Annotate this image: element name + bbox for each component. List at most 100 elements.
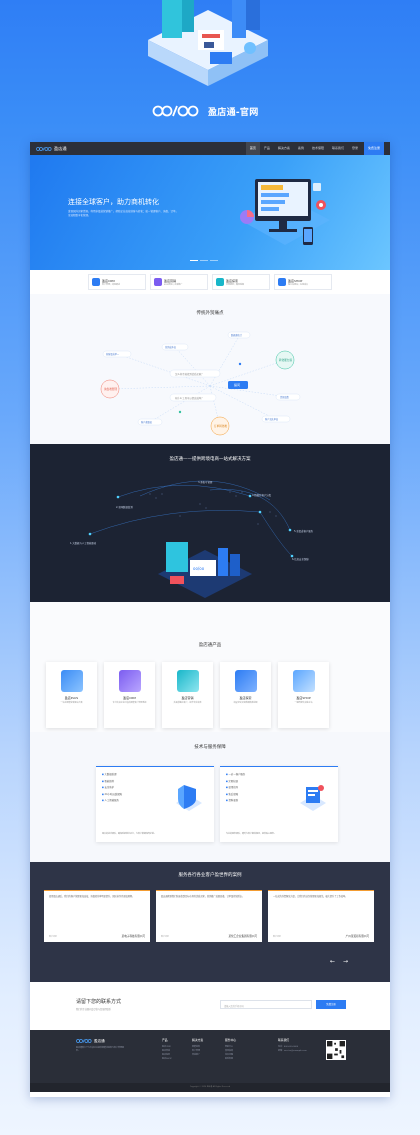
footer-col-service: 服务中心 帮助中心 使用指南 常见问题 联系客服 [225, 1038, 236, 1061]
strip-desc: 客户管理 | 询盘跟进 [102, 283, 120, 286]
case-text: 使用盈店通后，我们的客户管理更加高效，询盘转化率明显提升，团队协作也更加顺畅。 [49, 895, 135, 898]
case-card[interactable]: 盈店通帮助我们快速找到目标市场的优质买家，营销推广效果显著，订单量持续增长。 客… [156, 890, 262, 942]
nav-item-contact[interactable]: 联系我们 [331, 146, 344, 150]
product-desc: 海量全球买家数据精准挖掘 [233, 702, 258, 704]
banner-pagination [190, 260, 218, 261]
strip-title: 盈店SHOP [288, 278, 303, 283]
phone-input[interactable]: 请输入您的手机号码 [220, 1000, 312, 1009]
case-card[interactable]: 一站式的外贸解决方案，让我们的业务管理更加规范，极大提升了工作效率。 客户评价 … [268, 890, 374, 942]
product-cards: 盈店PLUS 一站式智能获客解决方案 盈店CRM 专为外贸企业打造的智能客户管理… [46, 662, 329, 728]
footer-link[interactable]: 智能获客 [192, 1046, 201, 1048]
tech-item: 资料更新 [226, 798, 332, 805]
tech-item: 安全防护 [102, 785, 208, 792]
case-label: 客户评价 [273, 936, 282, 938]
explore-icon [216, 278, 224, 286]
banner-dot-3[interactable] [210, 260, 218, 261]
footer-col-contact: 联系我们 电话：400-000-0000 邮箱：service@example.… [278, 1038, 307, 1053]
tech-card-left: 大数据处理 智能推荐 安全防护 24小时运维保障 人工智能服务 强大的技术团队，… [96, 766, 214, 842]
product-image [176, 670, 199, 692]
banner-dot-2[interactable] [200, 260, 208, 261]
product-card-marketing[interactable]: 盈店营销 多渠道触达客户，提升转化效率 [162, 662, 213, 728]
strip-title: 盈店探索 [226, 278, 239, 283]
pain-points-section: 传统外贸痛点 怎么样才能找到优质买家？ 有什么工具可以提高效率？ 提问 转化能力… [30, 294, 390, 444]
section-title: 盈店通产品 [198, 643, 222, 648]
bubble-g: 营销成本高 [165, 345, 177, 349]
contact-section: 请留下您的联系方式 我们的专业顾问会尽快与您取得联系 请输入您的手机号码 免费注… [30, 982, 390, 1030]
footer-link[interactable]: 客户管理 [192, 1050, 201, 1052]
solution-diagram: 2.全网数据监测 3.多账号管理 4.精细化客户分类 5.全渠道客户服务 1.大… [70, 480, 314, 598]
case-company: 某化工企业集团有限公司 [228, 935, 257, 938]
footer-col-title: 解决方案 [192, 1038, 204, 1042]
nav-item-login[interactable]: 登录 [351, 146, 358, 150]
shop-icon [278, 278, 286, 286]
footer-link[interactable]: 盈店探索 [162, 1054, 171, 1056]
footer-link[interactable]: 盈店CRM [162, 1046, 171, 1048]
bubble-question-b: 有什么工具可以提高效率？ [175, 396, 204, 400]
footer: 盈店通 盈店通致力于为外贸企业提供智能化获客与客户管理服务。 产品 盈店CRM … [30, 1030, 390, 1092]
tech-item: 售后保障 [226, 792, 332, 799]
footer-logo[interactable]: 盈店通 [76, 1038, 105, 1044]
footer-desc: 盈店通致力于为外贸企业提供智能化获客与客户管理服务。 [76, 1047, 125, 1052]
tech-item: 使用指导 [226, 785, 332, 792]
nav-item-cases[interactable]: 案例 [297, 146, 304, 150]
footer-link[interactable]: 盈店营销 [162, 1050, 171, 1052]
bubble-h: 获客渠道单一 [106, 352, 120, 356]
logo-icon [36, 146, 52, 151]
banner-desc: 发现国外买家资源，利用多渠道营销推广，帮助企业高效获客与转化；统一管理客户、询盘… [68, 210, 179, 217]
footer-link[interactable]: 营销推广 [192, 1054, 201, 1056]
footer-link[interactable]: 帮助中心 [225, 1046, 234, 1048]
footer-col-title: 联系我们 [278, 1038, 290, 1042]
case-carousel-arrows: ← → [330, 958, 348, 965]
product-card-shop[interactable]: 盈店SHOP 一键搭建外贸独立站 [278, 662, 329, 728]
footer-link[interactable]: 常见问题 [225, 1054, 234, 1056]
nav-item-solutions[interactable]: 解决方案 [277, 146, 290, 150]
nav-logo[interactable]: 盈店通 [36, 146, 67, 152]
case-cards: 使用盈店通后，我们的客户管理更加高效，询盘转化率明显提升，团队协作也更加顺畅。 … [44, 890, 374, 942]
footer-col-products: 产品 盈店CRM 盈店营销 盈店探索 盈店SHOP [162, 1038, 172, 1061]
nav-links: 首页 产品 解决方案 案例 技术保障 联系我们 登录 免费注册 [245, 142, 384, 155]
strip-desc: 全网搜索 | 精准挖掘 [226, 283, 244, 286]
footer-logo-text: 盈店通 [94, 1038, 105, 1043]
product-card-explore[interactable]: 盈店探索 海量全球买家数据精准挖掘 [220, 662, 271, 728]
service-illustration [300, 785, 326, 811]
case-card[interactable]: 使用盈店通后，我们的客户管理更加高效，询盘转化率明显提升，团队协作也更加顺畅。 … [44, 890, 150, 942]
banner-dot-1[interactable] [190, 260, 198, 261]
footer-link[interactable]: 联系客服 [225, 1058, 234, 1060]
nav-item-tech[interactable]: 技术保障 [311, 146, 324, 150]
arrow-right-icon[interactable]: → [343, 958, 349, 965]
products-section: 盈店通产品 盈店PLUS 一站式智能获客解决方案 盈店CRM 专为外贸企业打造的… [30, 602, 390, 732]
bubble-i: 客户难跟进 [141, 420, 153, 424]
solution-point-5: 5.全渠道客户服务 [294, 529, 314, 533]
arrow-left-icon[interactable]: ← [330, 958, 336, 965]
footer-link[interactable]: 盈店SHOP [162, 1058, 172, 1060]
product-image [60, 670, 83, 692]
strip-item-explore[interactable]: 盈店探索全网搜索 | 精准挖掘 [212, 274, 270, 290]
isometric-illustration [148, 0, 268, 86]
nav-item-products[interactable]: 产品 [263, 146, 270, 150]
copyright: Copyright © 2020 盈店通 All Rights Reserved [30, 1083, 390, 1092]
monitor-illustration [240, 179, 330, 245]
footer-link[interactable]: 使用指南 [225, 1050, 234, 1052]
hero: 盈店通-官网 [0, 0, 420, 138]
bubble-e: 数据难统计 [231, 333, 243, 337]
footer-col-title: 服务中心 [225, 1038, 237, 1042]
tech-item: 大数据处理 [102, 772, 208, 779]
tech-item: 人工智能服务 [102, 798, 208, 805]
solution-section: 盈店通——提供跨境电商一站式解决方案 2.全网数据监测 3.多账号管理 4.精细… [30, 444, 390, 602]
footer-email: 邮箱：service@example.com [278, 1050, 307, 1052]
nav-item-home[interactable]: 首页 [245, 142, 260, 155]
banner-headline: 连接全球客户，助力商机转化 [68, 198, 159, 206]
product-card-plus[interactable]: 盈店PLUS 一站式智能获客解决方案 [46, 662, 97, 728]
case-label: 客户评价 [49, 936, 58, 938]
product-image [234, 670, 257, 692]
register-button[interactable]: 免费注册 [363, 142, 384, 155]
banner: 连接全球客户，助力商机转化 发现国外买家资源，利用多渠道营销推广，帮助企业高效获… [30, 155, 390, 270]
solution-point-1: 1.大数据与人工智能驱动 [70, 541, 97, 545]
product-card-crm[interactable]: 盈店CRM 专为外贸企业打造的智能客户管理系统 [104, 662, 155, 728]
bubble-f: 订单转化难 [214, 424, 227, 428]
strip-title: 盈店CRM [102, 278, 115, 283]
contact-submit-button[interactable]: 免费注册 [316, 1000, 346, 1009]
